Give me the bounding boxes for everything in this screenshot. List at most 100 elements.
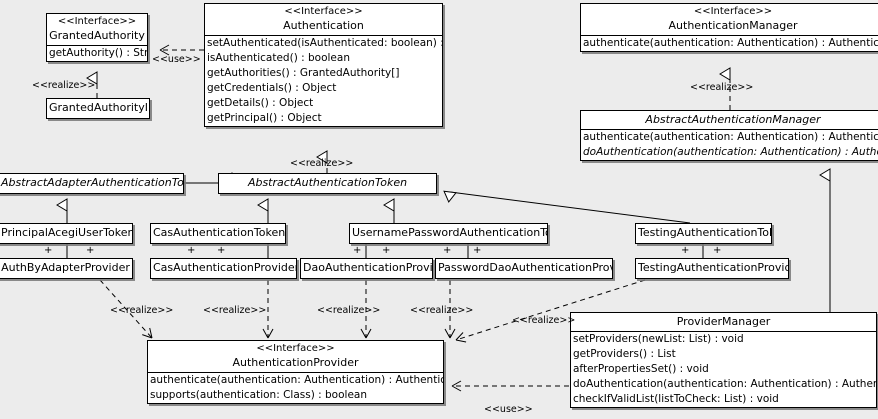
edge-label-realize-authbyadapter: <<realize>> <box>110 305 174 316</box>
class-name: GrantedAuthorityImpl <box>49 101 149 114</box>
class-cas-authentication-token[interactable]: CasAuthenticationToken <box>150 223 286 244</box>
class-dao-authentication-provider[interactable]: DaoAuthenticationProvider <box>300 258 433 279</box>
class-principal-acegi-user-token[interactable]: PrincipalAcegiUserToken <box>0 223 133 244</box>
class-testing-authentication-provider[interactable]: TestingAuthenticationProvider <box>635 258 789 279</box>
member-list: setAuthenticated(isAuthenticated: boolea… <box>205 36 442 126</box>
edge-label-use-providermanager: <<use>> <box>484 404 533 415</box>
class-testing-authentication-token[interactable]: TestingAuthenticationToken <box>635 223 772 244</box>
class-header: <<Interface>> AuthenticationManager <box>581 4 878 35</box>
class-granted-authority[interactable]: <<Interface>> GrantedAuthority getAuthor… <box>46 13 148 62</box>
member-list: authenticate(authentication: Authenticat… <box>581 130 878 160</box>
member-list: setProviders(newList: List) : void getPr… <box>571 332 876 407</box>
association-mark: + <box>217 245 226 256</box>
class-cas-authentication-provider[interactable]: CasAuthenticationProvider <box>150 258 297 279</box>
class-granted-authority-impl[interactable]: GrantedAuthorityImpl <box>46 98 150 119</box>
class-header: AbstractAuthenticationToken <box>219 174 436 193</box>
member: getCredentials() : Object <box>207 82 337 94</box>
association-mark: + <box>353 245 362 256</box>
class-header: PrincipalAcegiUserToken <box>0 224 132 243</box>
stereotype-label: <<Interface>> <box>57 16 137 27</box>
edge-label-realize-cas: <<realize>> <box>203 305 267 316</box>
class-name: AuthByAdapterProvider <box>1 261 130 274</box>
member: authenticate(authentication: Authenticat… <box>150 374 443 386</box>
member: doAuthentication(authentication: Authent… <box>583 146 878 158</box>
class-header: ProviderManager <box>571 313 876 331</box>
divider <box>571 331 876 332</box>
divider <box>581 129 878 130</box>
class-header: AuthByAdapterProvider <box>0 259 132 278</box>
class-authentication-provider[interactable]: <<Interface>> AuthenticationProvider aut… <box>147 340 444 404</box>
class-header: GrantedAuthorityImpl <box>47 99 149 118</box>
class-name: DaoAuthenticationProvider <box>303 261 432 274</box>
association-mark: + <box>473 245 482 256</box>
class-authentication[interactable]: <<Interface>> Authentication setAuthenti… <box>204 3 443 127</box>
association-mark: + <box>382 245 391 256</box>
class-header: <<Interface>> AuthenticationProvider <box>148 341 443 372</box>
divider <box>47 45 147 46</box>
class-header: TestingAuthenticationToken <box>636 224 771 243</box>
class-name: PasswordDaoAuthenticationProvider <box>438 261 612 274</box>
class-auth-by-adapter-provider[interactable]: AuthByAdapterProvider <box>0 258 133 279</box>
edge-label-realize-abstractauthenticationtoken: <<realize>> <box>290 158 354 169</box>
class-name: AbstractAuthenticationManager <box>645 113 821 126</box>
member: isAuthenticated() : boolean <box>207 52 350 64</box>
class-name: AbstractAdapterAuthenticationToken <box>1 176 183 189</box>
class-name: TestingAuthenticationProvider <box>638 261 788 274</box>
association-mark: + <box>86 245 95 256</box>
edge-label-use-authentication-grantedauthority: <<use>> <box>152 54 201 65</box>
member: getDetails() : Object <box>207 97 314 109</box>
edge-label-realize-grantedauthorityimpl: <<realize>> <box>32 80 96 91</box>
member: supports(authentication: Class) : boolea… <box>150 389 367 401</box>
association-mark: + <box>187 245 196 256</box>
class-header: PasswordDaoAuthenticationProvider <box>436 259 612 278</box>
member: getAuthority() : String <box>49 47 147 59</box>
member: getPrincipal() : Object <box>207 112 322 124</box>
class-header: CasAuthenticationProvider <box>151 259 296 278</box>
class-name: UsernamePasswordAuthenticationToken <box>352 226 547 239</box>
class-header: AbstractAdapterAuthenticationToken <box>0 174 183 193</box>
class-header: AbstractAuthenticationManager <box>581 111 878 129</box>
association-mark: + <box>443 245 452 256</box>
class-name: Authentication <box>283 19 364 32</box>
member: afterPropertiesSet() : void <box>573 363 709 375</box>
member: doAuthentication(authentication: Authent… <box>573 378 876 390</box>
class-authentication-manager[interactable]: <<Interface>> AuthenticationManager auth… <box>580 3 878 52</box>
class-name: AbstractAuthenticationToken <box>247 176 408 189</box>
class-username-password-authentication-token[interactable]: UsernamePasswordAuthenticationToken <box>349 223 548 244</box>
class-name: AuthenticationManager <box>668 19 798 32</box>
member-list: authenticate(authentication: Authenticat… <box>581 36 878 51</box>
member: getAuthorities() : GrantedAuthority[] <box>207 67 400 79</box>
edge-label-realize-abstractauthenticationmanager: <<realize>> <box>690 82 754 93</box>
class-name: CasAuthenticationToken <box>153 226 285 239</box>
class-name: GrantedAuthority <box>49 29 145 42</box>
class-name: PrincipalAcegiUserToken <box>1 226 132 239</box>
association-mark: + <box>713 245 722 256</box>
member: getProviders() : List <box>573 348 676 360</box>
class-provider-manager[interactable]: ProviderManager setProviders(newList: Li… <box>570 312 877 408</box>
stereotype-label: <<Interface>> <box>693 6 773 17</box>
class-password-dao-authentication-provider[interactable]: PasswordDaoAuthenticationProvider <box>435 258 613 279</box>
edge-label-realize-dao: <<realize>> <box>317 305 381 316</box>
edge-label-realize-testing: <<realize>> <box>512 315 576 326</box>
class-name: TestingAuthenticationToken <box>638 226 771 239</box>
divider <box>581 35 878 36</box>
member: setProviders(newList: List) : void <box>573 333 744 345</box>
member-list: getAuthority() : String <box>47 46 147 61</box>
member: authenticate(authentication: Authenticat… <box>583 131 878 143</box>
class-abstract-authentication-token[interactable]: AbstractAuthenticationToken <box>218 173 437 194</box>
member: setAuthenticated(isAuthenticated: boolea… <box>207 37 442 49</box>
edge-label-realize-passworddao: <<realize>> <box>410 305 474 316</box>
class-abstract-adapter-authentication-token[interactable]: AbstractAdapterAuthenticationToken <box>0 173 184 194</box>
member: authenticate(authentication: Authenticat… <box>583 37 878 49</box>
class-header: <<Interface>> GrantedAuthority <box>47 14 147 45</box>
association-mark: + <box>681 245 690 256</box>
class-abstract-authentication-manager[interactable]: AbstractAuthenticationManager authentica… <box>580 110 878 161</box>
association-mark: + <box>44 245 53 256</box>
divider <box>205 35 442 36</box>
class-header: DaoAuthenticationProvider <box>301 259 432 278</box>
class-name: CasAuthenticationProvider <box>153 261 296 274</box>
divider <box>148 372 443 373</box>
class-header: CasAuthenticationToken <box>151 224 285 243</box>
class-header: TestingAuthenticationProvider <box>636 259 788 278</box>
